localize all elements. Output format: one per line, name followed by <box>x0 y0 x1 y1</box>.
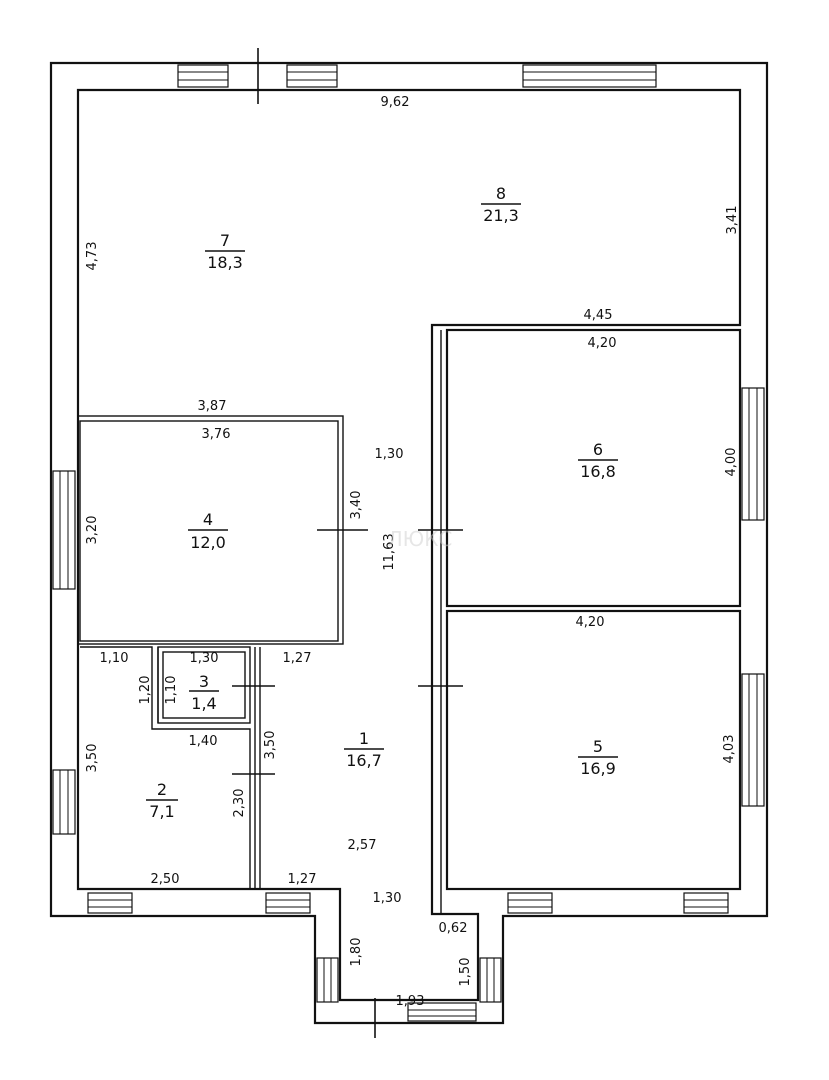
dim-corridor-lower-width: 1,27 <box>283 651 312 666</box>
room-4-area: 12,0 <box>190 533 226 552</box>
room-1-area: 16,7 <box>346 751 382 770</box>
dim-corridor-length: 11,63 <box>382 533 397 570</box>
room-6-number: 6 <box>593 440 603 459</box>
window-left-room-2 <box>52 769 76 835</box>
dim-room6-top-inner: 4,20 <box>588 336 617 351</box>
dim-left-upper: 4,73 <box>85 242 100 271</box>
dim-room2-top: 1,10 <box>100 651 129 666</box>
dim-entry-small: 0,62 <box>439 921 468 936</box>
window-bottom-room-2 <box>87 892 133 914</box>
dim-room3-top: 1,30 <box>190 651 219 666</box>
room-3-area: 1,4 <box>191 694 216 713</box>
room-5-area: 16,9 <box>580 759 616 778</box>
outer-wall-outline <box>49 61 769 1025</box>
dim-room4-top-outer: 3,87 <box>198 399 227 414</box>
dim-room4-right: 3,40 <box>349 491 364 520</box>
dim-entry-width: 1,27 <box>288 872 317 887</box>
window-right-room-5 <box>741 673 765 807</box>
dim-room3-left-outer: 1,20 <box>138 676 153 705</box>
room-2-number: 2 <box>157 780 167 799</box>
room-3-inner-outline <box>162 651 246 719</box>
room-6-area: 16,8 <box>580 462 616 481</box>
dim-room2-left: 3,50 <box>85 744 100 773</box>
dim-entry-gap: 1,30 <box>373 891 402 906</box>
window-bottom-room-1 <box>265 892 311 914</box>
window-bottom-room-5-right <box>683 892 729 914</box>
room-2-area: 7,1 <box>149 802 174 821</box>
window-entry-bottom <box>407 1002 477 1022</box>
window-top-left <box>177 64 229 88</box>
dim-room6-top-outer: 4,45 <box>584 308 613 323</box>
window-top-middle <box>286 64 338 88</box>
dim-room2-bottom: 2,50 <box>151 872 180 887</box>
room-4-number: 4 <box>203 510 213 529</box>
dim-room1-inner: 2,57 <box>348 838 377 853</box>
room-6-outline <box>445 328 742 608</box>
room-5-outline <box>445 609 742 891</box>
dim-room4-left: 3,20 <box>85 516 100 545</box>
window-left-room-4 <box>52 470 76 590</box>
dim-room5-top: 4,20 <box>576 615 605 630</box>
dim-entry-left: 1,80 <box>349 938 364 967</box>
dim-room4-top-inner: 3,76 <box>202 427 231 442</box>
dim-room1-wall: 3,50 <box>263 731 278 760</box>
dim-corridor-gap: 1,30 <box>375 447 404 462</box>
room-2-outline <box>80 646 251 889</box>
inner-wall-outline <box>76 88 742 1002</box>
window-entry-right <box>479 957 502 1003</box>
dim-right-upper: 3,41 <box>725 206 740 235</box>
room-7-area: 18,3 <box>207 253 243 272</box>
dim-room6-right: 4,00 <box>724 448 739 477</box>
room-5-number: 5 <box>593 737 603 756</box>
room-3-number: 3 <box>199 672 209 691</box>
dim-entry-bottom: 1,93 <box>396 994 425 1009</box>
dim-top-width: 9,62 <box>381 95 410 110</box>
window-bottom-room-5-left <box>507 892 553 914</box>
dim-room2-right: 2,30 <box>232 789 247 818</box>
window-right-room-6 <box>741 387 765 521</box>
window-entry-left <box>316 957 339 1003</box>
room-8-area: 21,3 <box>483 206 519 225</box>
dim-room2-mid: 1,40 <box>189 734 218 749</box>
dim-entry-right: 1,50 <box>458 958 473 987</box>
room-4-inner-outline <box>79 420 339 642</box>
watermark: ЛЮКС <box>388 527 453 551</box>
room-1-number: 1 <box>359 729 369 748</box>
room-7-number: 7 <box>220 231 230 250</box>
dim-room5-right: 4,03 <box>722 735 737 764</box>
room-8-number: 8 <box>496 184 506 203</box>
window-top-right <box>522 64 657 88</box>
room-3-outline <box>157 646 251 724</box>
dim-room3-left-inner: 1,10 <box>164 676 179 705</box>
